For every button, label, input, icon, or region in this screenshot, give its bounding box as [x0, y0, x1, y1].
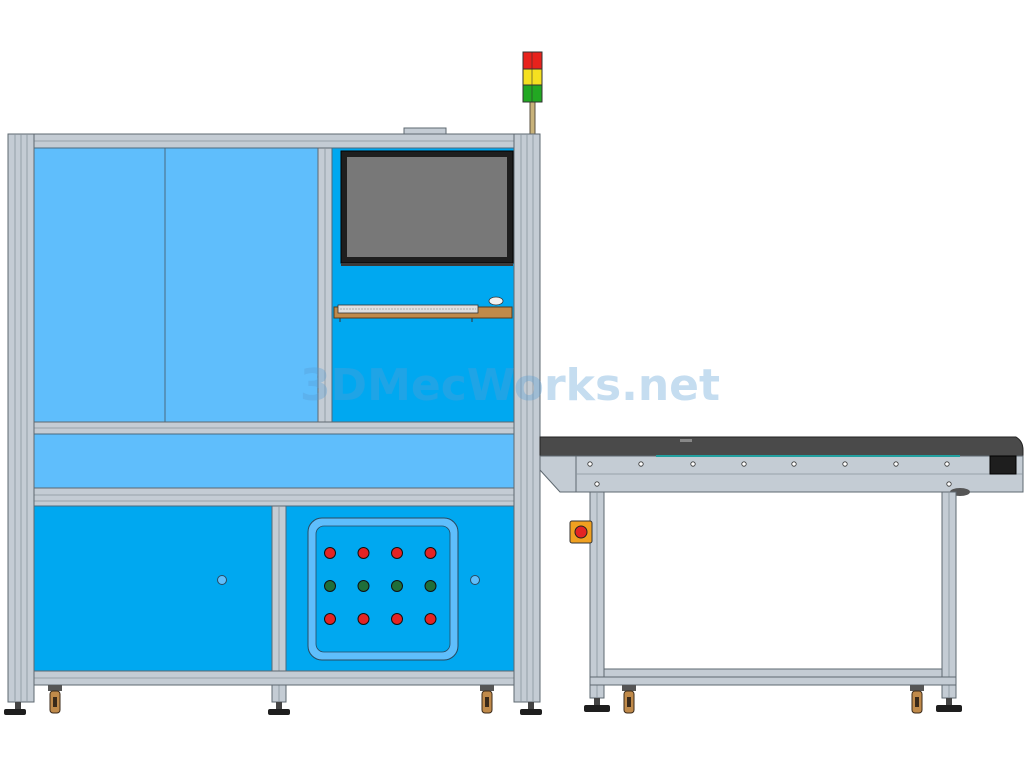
- wide-panel: [33, 433, 515, 489]
- mouse: [488, 296, 504, 306]
- rail-bolt: [842, 461, 848, 467]
- signal-light-yellow: [522, 68, 543, 86]
- door-lock: [217, 575, 227, 585]
- caster-wheel: [48, 685, 62, 714]
- red-push-button[interactable]: [424, 613, 437, 625]
- conveyor-crossbar: [589, 676, 957, 686]
- conveyor-motor: [989, 455, 1017, 475]
- upper-middle-panel: [164, 147, 319, 423]
- signal-tower: [522, 51, 543, 137]
- signal-light-red: [522, 51, 543, 70]
- rail-bolt: [944, 461, 950, 467]
- conveyor-crossbar: [603, 668, 943, 678]
- caster-wheel: [622, 685, 636, 714]
- red-push-button[interactable]: [357, 547, 370, 559]
- rail-bolt: [587, 461, 593, 467]
- estop-knob[interactable]: [574, 525, 588, 539]
- leveling-foot: [936, 698, 962, 712]
- monitor-screen: [347, 157, 507, 257]
- button-panel: [307, 517, 459, 661]
- upper-left-panel: [33, 147, 166, 423]
- signal-tower-pole: [529, 99, 536, 137]
- red-push-button[interactable]: [391, 613, 403, 625]
- keyboard-tray: [333, 296, 513, 322]
- monitor: [340, 150, 514, 266]
- red-push-button[interactable]: [391, 547, 403, 559]
- signal-light-green: [522, 84, 543, 103]
- leveling-foot: [4, 702, 26, 715]
- green-push-button[interactable]: [357, 580, 370, 592]
- caster-wheel: [910, 685, 924, 714]
- red-push-button[interactable]: [324, 613, 336, 625]
- rail-bolt: [893, 461, 899, 467]
- monitor-base: [341, 263, 513, 266]
- watermark: 3DMecWorks.net: [300, 360, 720, 411]
- cabinet: [4, 127, 542, 715]
- rail-bolt: [594, 481, 600, 487]
- rail-bolt: [791, 461, 797, 467]
- conveyor-belt: [539, 436, 1024, 457]
- green-push-button[interactable]: [324, 580, 336, 592]
- red-push-button[interactable]: [357, 613, 370, 625]
- caster-wheel: [480, 685, 494, 714]
- conveyor: [539, 436, 1024, 714]
- leveling-foot: [520, 702, 542, 715]
- red-push-button[interactable]: [324, 547, 336, 559]
- rail-bolt: [690, 461, 696, 467]
- green-push-button[interactable]: [391, 580, 403, 592]
- lower-rail: [33, 487, 515, 507]
- leveling-foot: [268, 702, 290, 715]
- red-push-button[interactable]: [424, 547, 437, 559]
- emergency-stop-button[interactable]: [569, 520, 593, 544]
- rail-bolt: [946, 481, 952, 487]
- rail-bolt: [741, 461, 747, 467]
- door-lock: [470, 575, 480, 585]
- button-panel-face: [315, 525, 451, 653]
- lower-left-door: [33, 505, 273, 672]
- button-grid: [324, 547, 437, 625]
- leveling-foot: [584, 698, 610, 712]
- conveyor-bolts: [587, 461, 952, 487]
- green-push-button[interactable]: [424, 580, 437, 592]
- conveyor-end-plate: [539, 455, 577, 493]
- rail-bolt: [638, 461, 644, 467]
